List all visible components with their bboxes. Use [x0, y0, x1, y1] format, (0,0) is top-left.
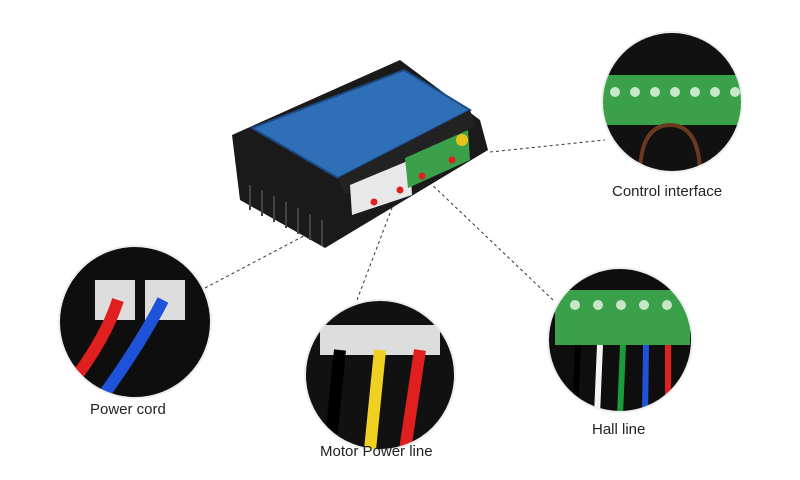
leader-control: [489, 139, 606, 153]
motor-power-line-detail: [305, 300, 455, 450]
leader-hall: [424, 177, 554, 301]
motor-power-line-label: Motor Power line: [320, 443, 433, 460]
control-interface-label: Control interface: [612, 183, 723, 200]
power-cord-detail: [59, 246, 211, 398]
power-cord-label: Power cord: [90, 401, 166, 418]
leader-motor-power: [356, 191, 399, 301]
hall-line-detail: [548, 268, 692, 412]
motor-driver-device: [232, 60, 488, 248]
power-terminal-block: [350, 160, 412, 215]
control-interface-detail: [602, 32, 742, 172]
hall-line-label: Hall line: [592, 421, 646, 438]
